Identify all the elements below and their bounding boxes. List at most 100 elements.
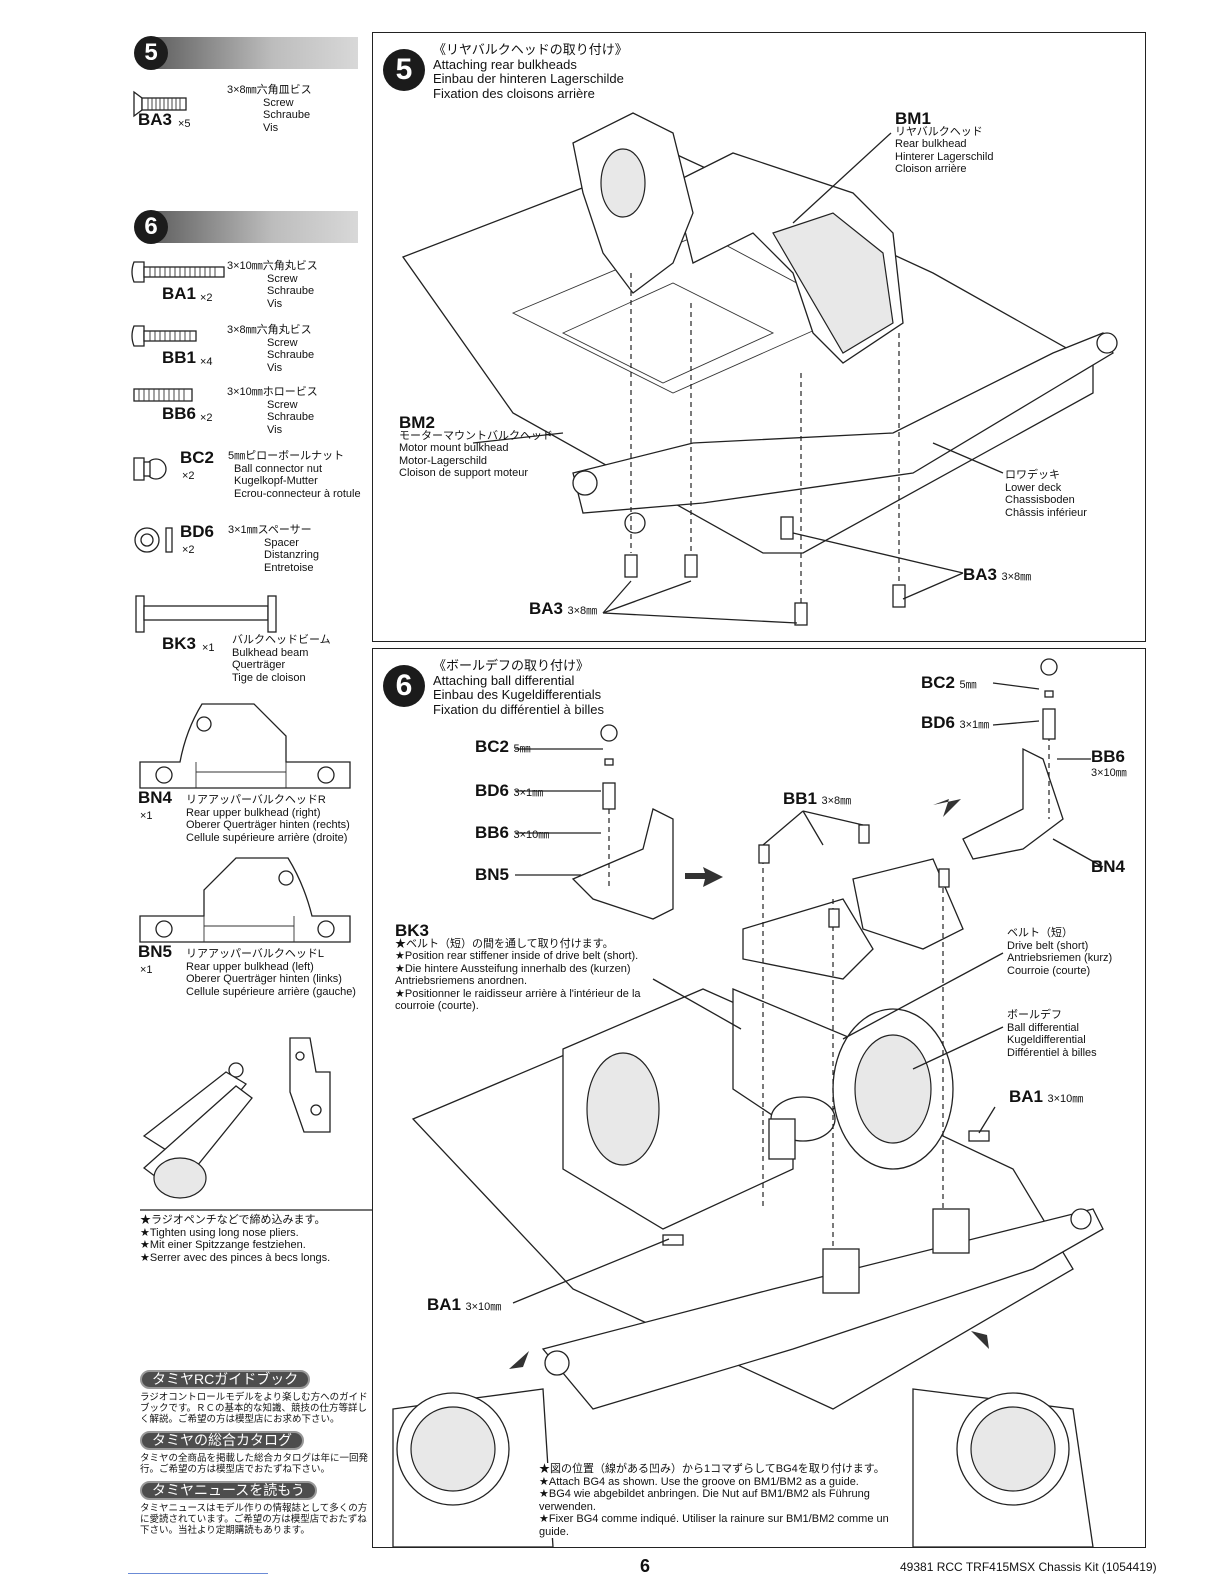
- part-code: BA3: [138, 110, 173, 129]
- part-en: Screw: [263, 96, 294, 109]
- kit-number: 49381 RCC TRF415MSX Chassis Kit (1054419…: [900, 1560, 1157, 1574]
- part-en: Rear upper bulkhead (right): [186, 806, 321, 819]
- step5-big-number: 5: [383, 49, 425, 91]
- part-de: Schraube: [267, 285, 315, 297]
- bk3-jp: ★ベルト（短）の間を通して取り付けます。: [395, 937, 614, 950]
- spacer-icon: [134, 527, 173, 553]
- bm2-fr: Cloison de support moteur: [399, 467, 529, 479]
- step6-big-number: 6: [383, 665, 425, 707]
- part-en: Screw: [267, 336, 298, 349]
- upper-bulkhead-left-icon: [139, 857, 351, 943]
- bb6-size: 3×10㎜: [1091, 767, 1127, 779]
- part-de: Kugelkopf-Mutter: [234, 475, 318, 487]
- footer-rule: [128, 1573, 268, 1574]
- part-de: Oberer Querträger hinten (rechts): [186, 819, 350, 831]
- part-qty: ×1: [202, 642, 215, 654]
- ba3-label-right: BA3 3×8㎜: [963, 565, 1031, 585]
- bb6-size: 3×10㎜: [513, 829, 550, 841]
- bg4-de: ★BG4 wie abgebildet anbringen. Die Nut a…: [539, 1488, 870, 1513]
- lower-deck-label: ロワデッキ Lower deck Chassisboden Châssis in…: [1005, 469, 1135, 519]
- step6-illustration: [392, 658, 1104, 1547]
- guidebook-text: ラジオコントロールモデルをより楽しむ方へのガイドブックです。ＲＣの基本的な知識、…: [140, 1392, 368, 1425]
- part-qty: ×1: [140, 810, 153, 822]
- part-size: 3×8㎜六角丸ビス: [227, 324, 312, 336]
- diff-fr: Différentiel à billes: [1007, 1046, 1097, 1059]
- bg4-jp: ★図の位置（線がある凹み）から1コマずらしてBG4を取り付けます。: [539, 1463, 885, 1475]
- part-size: 3×10㎜ホロービス: [227, 386, 318, 398]
- title-jp: 《リヤバルクヘッドの取り付け》: [433, 42, 628, 57]
- catalog-pill: タミヤの総合カタログ: [140, 1431, 304, 1450]
- step6-number: 6: [134, 210, 168, 244]
- part-fr: Vis: [267, 361, 283, 374]
- part-qty: ×4: [200, 356, 213, 368]
- screw-flat-icon: [133, 90, 187, 118]
- bb6-code: BB6: [475, 823, 510, 842]
- bk3-de: ★Die hintere Aussteifung innerhalb des (…: [395, 962, 631, 988]
- bd6-code: BD6: [921, 713, 956, 732]
- step5-illustration: [401, 112, 1118, 626]
- deck-fr: Châssis inférieur: [1005, 506, 1087, 519]
- bk3-note: BK3 ★ベルト（短）の間を通して取り付けます。 ★Position rear …: [395, 921, 657, 1013]
- bd6-size: 3×1㎜: [959, 719, 990, 731]
- bm1-fr: Cloison arrière: [895, 163, 967, 175]
- belt-de: Antriebsriemen (kurz): [1007, 952, 1113, 964]
- bb1-code: BB1: [783, 789, 818, 808]
- part-qty: ×2: [182, 470, 195, 482]
- part-code: BB1: [162, 348, 197, 367]
- part-en: Screw: [267, 398, 298, 411]
- part-qty: ×5: [178, 118, 191, 130]
- part-code: BA1: [162, 284, 197, 303]
- part-fr: Ecrou-connecteur à rotule: [234, 487, 361, 500]
- bn4-label: BN4: [1091, 857, 1126, 876]
- part-de: Oberer Querträger hinten (links): [186, 973, 342, 985]
- ba3-code: BA3: [963, 565, 998, 584]
- diff-de: Kugeldifferential: [1007, 1034, 1086, 1046]
- ba1-code: BA1: [427, 1295, 462, 1314]
- bc2-size: 5㎜: [959, 679, 977, 691]
- ball-diff-label: ボールデフ Ball differential Kugeldifferentia…: [1007, 1009, 1139, 1059]
- ba3-label-bottom: BA3 3×8㎜: [529, 599, 597, 619]
- step5-title: 《リヤバルクヘッドの取り付け》 Attaching rear bulkheads…: [433, 42, 763, 101]
- part-size: リアアッパーバルクヘッドR: [186, 794, 326, 806]
- part-size: 3×8㎜六角皿ビス: [227, 84, 312, 96]
- bg4-fr: ★Fixer BG4 comme indiqué. Utiliser la ra…: [539, 1513, 889, 1538]
- deck-en: Lower deck: [1005, 481, 1062, 494]
- step5-panel: 5 《リヤバルクヘッドの取り付け》 Attaching rear bulkhea…: [372, 32, 1146, 642]
- pliers-illustration: [140, 1037, 376, 1211]
- part-code: BK3: [162, 634, 197, 653]
- part-size: リアアッパーバルクヘッドL: [186, 948, 325, 960]
- part-en: Spacer: [264, 536, 299, 549]
- bc2-code: BC2: [921, 673, 956, 692]
- catalog-text: タミヤの全商品を掲載した総合カタログは年に一回発行。ご希望の方は模型店でおたずね…: [140, 1453, 369, 1475]
- part-qty: ×2: [200, 292, 213, 304]
- part-code: BC2: [180, 448, 215, 467]
- part-size: 5㎜ピローボールナット: [228, 450, 345, 462]
- diff-en: Ball differential: [1007, 1021, 1079, 1034]
- title-fr: Fixation des cloisons arrière: [433, 85, 595, 101]
- ba1-code: BA1: [1009, 1087, 1044, 1106]
- ba3-code: BA3: [529, 599, 564, 618]
- bulkhead-beam-icon: [135, 595, 277, 633]
- sidebar-parts-list: 5 BA3 ×5 3×8㎜六角皿ビス Screw Schraube Vis 6 …: [120, 36, 376, 1576]
- part-fr: Vis: [263, 121, 279, 134]
- bb6-label-right: BB6 3×10㎜: [1091, 747, 1143, 780]
- ba1-label-left: BA1 3×10㎜: [427, 1295, 501, 1315]
- part-code: BN5: [138, 942, 173, 961]
- bb6-code: BB6: [1091, 747, 1126, 766]
- bm1-de: Hinterer Lagerschild: [895, 150, 994, 163]
- step5-header: 5: [134, 36, 358, 70]
- bk3-code: BK3: [395, 921, 430, 940]
- part-fr: Vis: [267, 423, 283, 436]
- bd6-code: BD6: [475, 781, 510, 800]
- note-fr: ★Serrer avec des pinces à becs longs.: [140, 1251, 331, 1264]
- bc2-label-left: BC2 5㎜: [475, 737, 531, 757]
- diff-jp: ボールデフ: [1007, 1009, 1062, 1021]
- screw-round-icon: [131, 261, 225, 283]
- deck-de: Chassisboden: [1005, 494, 1075, 506]
- part-qty: ×2: [182, 544, 195, 556]
- ba1-label-right: BA1 3×10㎜: [1009, 1087, 1083, 1107]
- ball-nut-icon: [133, 457, 167, 481]
- part-code: BB6: [162, 404, 197, 423]
- part-qty: ×2: [200, 412, 213, 424]
- bc2-label-right: BC2 5㎜: [921, 673, 977, 693]
